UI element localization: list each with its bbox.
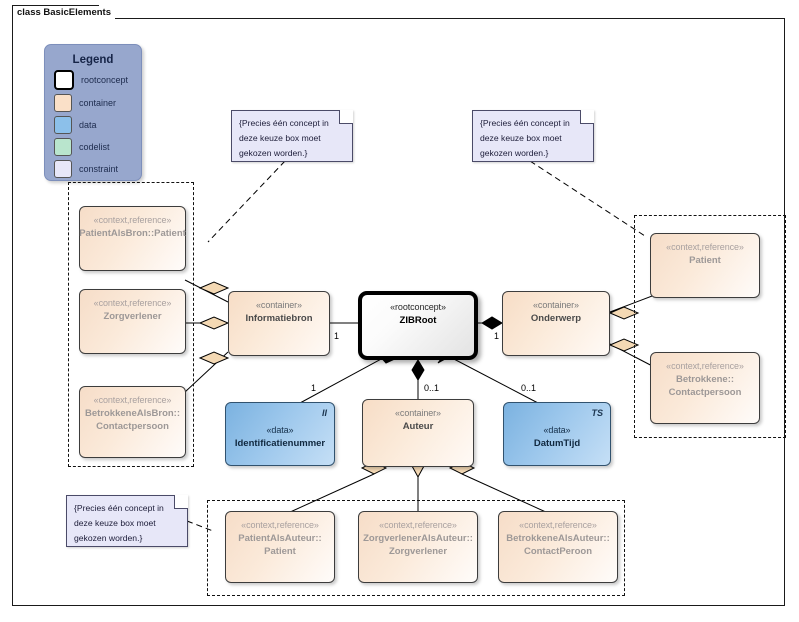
node-name-line1: BetrokkeneAlsAuteur:: [506,533,610,544]
stereotype: «context,reference» [241,520,319,530]
node-name: Informatiebron [245,313,313,324]
node-name-line2: Zorgverlener [388,546,448,557]
node-zibroot[interactable]: «rootconcept» ZIBRoot [358,291,478,360]
stereotype: «context,reference» [666,361,744,371]
node-zorgverleneralsauteur[interactable]: «context,reference» ZorgverlenerAlsAuteu… [358,511,478,583]
legend-item-data: data [54,116,141,134]
group-bron-choice [68,182,194,467]
note-top-left-text: {Precies één concept in deze keuze box m… [239,118,329,158]
node-name: Identificatienummer [234,438,326,449]
multiplicity-informatiebron: 1 [334,331,340,341]
node-name: ZorgverlenerAlsAuteur:: Zorgverlener [363,532,473,558]
stereotype: «context,reference» [93,215,172,225]
legend-label-data: data [79,120,97,130]
legend-item-container: container [54,94,141,112]
node-patient-right[interactable]: «context,reference» Patient [650,233,760,298]
node-betrokkene-right[interactable]: «context,reference» Betrokkene:: Contact… [650,352,760,424]
diagram-frame-tab-fold [99,5,115,21]
node-informatiebron[interactable]: «container» Informatiebron [228,291,330,356]
stereotype: «context,reference» [519,520,597,530]
node-patientalsauteur[interactable]: «context,reference» PatientAlsAuteur:: P… [225,511,335,583]
note-top-left: {Precies één concept in deze keuze box m… [231,110,353,162]
stereotype: «data» [266,425,294,435]
legend-swatch-container [54,94,72,112]
legend-label-rootconcept: rootconcept [81,75,129,85]
node-name-line1: PatientAlsAuteur:: [238,533,322,544]
group-auteur-choice [207,500,625,596]
node-patientalsbron[interactable]: «context,reference» PatientAlsBron::Pati… [79,206,186,271]
stereotype: «container» [395,408,441,418]
diagram-frame [12,18,785,606]
stereotype: «context,reference» [93,395,172,405]
legend-label-codelist: codelist [79,142,110,152]
node-name: PatientAlsBron::Patient [79,228,186,239]
node-name-line2: Contactpersoon [96,421,169,432]
node-name: Patient [689,255,721,266]
legend-swatch-constraint [54,160,72,178]
node-name: BetrokkeneAlsAuteur:: ContactPeroon [506,532,609,558]
legend-panel: Legend rootconcept container data codeli… [44,44,142,181]
note-bottom-left: {Precies één concept in deze keuze box m… [66,495,188,547]
stereotype: «context,reference» [93,298,172,308]
diagram-title: class BasicElements [17,7,112,18]
multiplicity-onderwerp: 1 [494,331,500,341]
node-identificatienummer[interactable]: II «data» Identificatienummer [225,402,335,466]
node-name-line2: Patient [264,546,296,557]
note-fold-icon [339,110,353,124]
node-zorgverlener-bron[interactable]: «context,reference» Zorgverlener [79,289,186,354]
node-name: DatumTijd [533,438,581,449]
node-type-code: TS [591,408,603,418]
note-top-right-text: {Precies één concept in deze keuze box m… [480,118,570,158]
multiplicity-auteur: 0..1 [424,383,440,393]
legend-label-constraint: constraint [79,164,119,174]
node-type-code: II [321,408,327,418]
node-onderwerp[interactable]: «container» Onderwerp [502,291,610,356]
node-name: Auteur [402,421,434,432]
group-onderwerp-choice [634,215,786,438]
note-top-right: {Precies één concept in deze keuze box m… [472,110,594,162]
node-datumtijd[interactable]: TS «data» DatumTijd [503,402,611,466]
stereotype: «data» [543,425,571,435]
legend-swatch-data [54,116,72,134]
note-fold-icon [580,110,594,124]
node-name-line1: BetrokkeneAlsBron:: [84,408,181,419]
legend-label-container: container [79,98,117,108]
node-name-line2: ContactPeroon [523,546,593,557]
node-name: BetrokkeneAlsBron:: Contactpersoon [85,407,180,433]
multiplicity-datumtijd: 0..1 [521,383,537,393]
stereotype: «container» [533,300,579,310]
node-name-line1: Betrokkene:: [675,374,735,385]
legend-item-rootconcept: rootconcept [54,70,141,90]
legend-item-constraint: constraint [54,160,141,178]
node-name: PatientAlsAuteur:: Patient [238,532,321,558]
legend-item-codelist: codelist [54,138,141,156]
multiplicity-identificatienummer: 1 [311,383,317,393]
stereotype: «context,reference» [666,242,744,252]
node-auteur[interactable]: «container» Auteur [362,399,474,467]
node-name: ZIBRoot [399,315,437,326]
node-name: Zorgverlener [103,311,162,322]
node-betrokkenealsauteur[interactable]: «context,reference» BetrokkeneAlsAuteur:… [498,511,618,583]
legend-swatch-codelist [54,138,72,156]
node-name-line2: Contactpersoon [668,387,742,398]
note-fold-icon [174,495,188,509]
legend-swatch-rootconcept [54,70,74,90]
stereotype: «context,reference» [379,520,457,530]
node-name-line1: ZorgverlenerAlsAuteur:: [363,533,473,544]
node-name: Onderwerp [530,313,582,324]
node-name: Betrokkene:: Contactpersoon [669,373,742,399]
node-betrokkenealsbron[interactable]: «context,reference» BetrokkeneAlsBron:: … [79,386,186,458]
note-bottom-left-text: {Precies één concept in deze keuze box m… [74,503,164,543]
stereotype: «container» [256,300,302,310]
stereotype: «rootconcept» [390,302,446,312]
legend-title: Legend [72,54,114,66]
